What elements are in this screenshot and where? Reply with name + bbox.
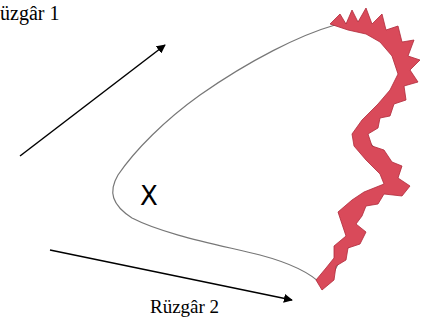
wind-arrow (20, 45, 165, 156)
point-marker: X (140, 182, 158, 211)
coast-pollution (316, 8, 420, 290)
wind-arrow (50, 250, 292, 300)
wind-label: Rüzgâr 2 (150, 297, 219, 318)
wind-label: üzgâr 1 (0, 2, 59, 24)
